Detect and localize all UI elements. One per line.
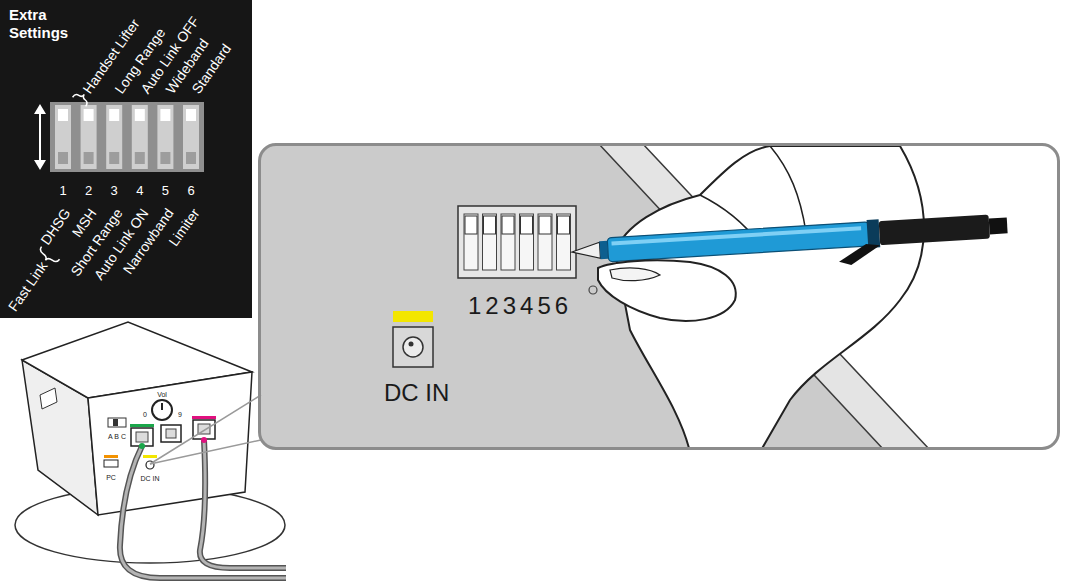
- dc-socket: [393, 327, 433, 367]
- device-marking: DC IN: [140, 474, 159, 483]
- switch-bottom: [58, 152, 196, 164]
- green-marker: [130, 424, 154, 427]
- dip-switch: [55, 105, 199, 169]
- switch-top: [135, 109, 145, 121]
- finger-crease: [770, 146, 806, 232]
- pen: [879, 215, 990, 246]
- knob-marker: [161, 403, 163, 410]
- dip-switch-lever: [501, 214, 515, 270]
- housing-front: [88, 372, 252, 515]
- dip-switch-lever: [557, 214, 571, 270]
- headset-jack: [161, 425, 181, 442]
- switch-top: [160, 109, 170, 121]
- arrow-head: [34, 104, 46, 170]
- pen: [607, 222, 870, 262]
- lifter-jack: [193, 420, 215, 439]
- device-marking: Vol: [157, 390, 167, 399]
- switch-top: [109, 109, 119, 121]
- cable: [200, 440, 286, 568]
- switch-band: [50, 102, 204, 172]
- dip-switch: [55, 105, 71, 169]
- switch-top: [58, 109, 68, 121]
- pink-plug: [201, 437, 207, 443]
- dip-switch-block: [458, 206, 576, 278]
- switch-top: [58, 109, 196, 121]
- yellow-marker: [393, 311, 433, 322]
- pink-marker: [192, 416, 216, 419]
- yellow-marker: [143, 455, 157, 458]
- socket-label: DC IN: [384, 379, 449, 407]
- dip-switch-lever: [464, 214, 478, 270]
- dip-switch-knob: [502, 216, 514, 234]
- side-slot: [40, 388, 57, 409]
- volume-knob: [152, 400, 172, 420]
- dip-switch-knob: [465, 216, 477, 234]
- pc-port: [104, 460, 118, 467]
- dip-switch-knob: [521, 216, 533, 234]
- device-marking: PC: [106, 473, 116, 482]
- pen: [571, 211, 1009, 282]
- switch-bottom: [109, 152, 119, 164]
- dip-switch-illustration: [0, 0, 252, 318]
- switch-bottom: [186, 152, 196, 164]
- zoom-illustration: [260, 145, 1058, 448]
- pen: [572, 242, 601, 260]
- phone-jack-inner: [136, 432, 148, 442]
- thumbnail: [610, 268, 660, 281]
- pen: [838, 243, 881, 266]
- dip-switch-knob: [484, 216, 496, 234]
- brace: [36, 247, 59, 267]
- leader-line: [150, 395, 261, 464]
- thumb: [598, 260, 736, 321]
- pen: [989, 217, 1008, 234]
- settings-panel: Extra Settings: [0, 0, 252, 318]
- device-marking: 9: [178, 410, 182, 419]
- dip-switch: [132, 105, 148, 169]
- abc-switch-slider: [113, 419, 118, 426]
- abc-switch: [108, 418, 126, 427]
- dc-socket-ring: [403, 337, 423, 357]
- switch-numbers: 123456: [468, 292, 572, 320]
- switch-bottom: [135, 152, 145, 164]
- device-marking: A B C: [108, 432, 126, 441]
- green-plug: [139, 443, 145, 449]
- dip-switch-lever: [520, 214, 534, 270]
- dc-socket-pin: [409, 342, 414, 347]
- dip-switch: [106, 105, 122, 169]
- device-marking: 0: [143, 410, 147, 419]
- switch-bottom: [160, 152, 170, 164]
- headset-jack-inner: [166, 429, 176, 438]
- switch-top: [186, 109, 196, 121]
- dip-switch: [157, 105, 173, 169]
- dip-switch-knob: [558, 216, 570, 234]
- switch-bottom: [84, 152, 94, 164]
- panel-heading: Extra Settings: [9, 6, 83, 42]
- double-arrow: [39, 112, 41, 162]
- leader-line: [150, 440, 261, 464]
- base-unit: [15, 322, 286, 578]
- dip-switch-lever: [464, 214, 571, 270]
- dip-switch-lever: [483, 214, 497, 270]
- reset-hole: [589, 286, 597, 294]
- cable: [200, 440, 286, 568]
- dip-switch: [183, 105, 199, 169]
- switch-top: [84, 109, 94, 121]
- dip-switch-knob: [465, 216, 570, 234]
- zoom-panel: 123456 DC IN: [258, 143, 1060, 450]
- dip-switch: [81, 105, 97, 169]
- switch-bottom: [58, 152, 68, 164]
- orange-marker: [104, 455, 118, 458]
- brace: [73, 90, 91, 107]
- pen: [867, 219, 881, 248]
- dip-switch-lever: [538, 214, 552, 270]
- zoom-ground: [260, 145, 1058, 448]
- dip-switch-knob: [539, 216, 551, 234]
- leader-line: [150, 395, 261, 464]
- pen: [611, 226, 861, 245]
